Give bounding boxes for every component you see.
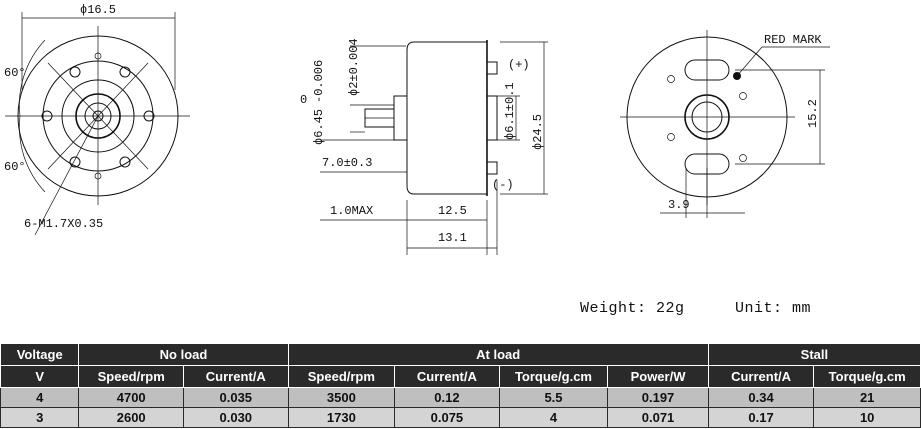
header-stall: Stall <box>707 343 921 366</box>
shaft-tol-upper: 0 <box>300 93 307 107</box>
rear-hole <box>667 75 675 83</box>
terminal-minus <box>486 161 498 175</box>
angle-arc-top <box>19 39 46 117</box>
rear-height-label: 15.2 <box>806 99 820 128</box>
vent-hole <box>94 52 102 60</box>
screw-hole <box>69 156 81 168</box>
screw-hole <box>119 66 131 78</box>
table-cell: 0.071 <box>607 407 709 428</box>
table-cell: 3 <box>0 407 80 428</box>
shaft-diameter-label: ϕ6.45 <box>312 109 326 145</box>
subheader-cell: Current/A <box>182 365 289 388</box>
header-at-load: At load <box>287 343 709 366</box>
table-cell: 0.34 <box>707 387 815 408</box>
subheader-cell: Current/A <box>394 365 500 388</box>
subheader-cell: Speed/rpm <box>287 365 396 388</box>
spec-table: Voltage No load At load Stall V Speed/rp… <box>0 343 921 428</box>
rear-hole <box>667 133 675 141</box>
boss-diameter-label: ϕ2±0.004 <box>347 38 361 96</box>
table-cell: 4 <box>498 407 609 428</box>
table-cell: 1730 <box>287 407 396 428</box>
front-diameter-label: ϕ16.5 <box>80 3 116 17</box>
motor-drawing: ϕ16.5 60° 60° 6-M1.7X0.35 0 ϕ6.45 -0.006 <box>4 3 830 255</box>
screw-spec-label: 6-M1.7X0.35 <box>24 217 103 231</box>
subheader-cell: Speed/rpm <box>78 365 184 388</box>
red-mark-label: RED MARK <box>764 33 822 47</box>
body-diameter-label: ϕ24.5 <box>531 114 545 150</box>
rear-hole <box>739 154 747 162</box>
side-bearing-boss <box>393 95 408 141</box>
front-view: ϕ16.5 60° 60° 6-M1.7X0.35 <box>4 3 190 236</box>
table-cell: 2600 <box>78 407 184 428</box>
shaft-length-label: 7.0±0.3 <box>322 156 372 170</box>
red-mark-leader <box>736 46 763 77</box>
rear-slot-top <box>684 59 730 81</box>
table-subheader-row: V Speed/rpm Current/A Speed/rpm Current/… <box>0 365 921 388</box>
table-cell: 4 <box>0 387 80 408</box>
table-row: 4 4700 0.035 3500 0.12 5.5 0.197 0.34 21 <box>0 387 921 408</box>
table-cell: 0.197 <box>607 387 709 408</box>
rear-bearing-circle <box>691 101 723 133</box>
table-cell: 21 <box>813 387 921 408</box>
table-cell: 0.030 <box>182 407 289 428</box>
rear-hole <box>739 92 747 100</box>
screw-hole <box>69 66 81 78</box>
header-voltage: Voltage <box>0 343 80 366</box>
bearing-diameter-label: ϕ6.1±0.1 <box>503 82 517 140</box>
table-cell: 5.5 <box>498 387 609 408</box>
table-row: 3 2600 0.030 1730 0.075 4 0.071 0.17 10 <box>0 407 921 428</box>
terminal-plus-label: (+) <box>508 58 530 72</box>
unit-label: Unit: mm <box>735 300 812 317</box>
header-no-load: No load <box>78 343 289 366</box>
table-header-row: Voltage No load At load Stall <box>0 343 921 366</box>
table-cell: 10 <box>813 407 921 428</box>
weight-label: Weight: 22g <box>580 300 685 317</box>
rear-offset-label: 3.9 <box>668 198 690 212</box>
side-body-outline <box>406 41 487 195</box>
screw-hole <box>143 110 155 122</box>
body-length-label: 12.5 <box>438 204 467 218</box>
subheader-cell: Torque/g.cm <box>813 365 921 388</box>
screw-hole <box>119 156 131 168</box>
table-cell: 4700 <box>78 387 184 408</box>
table-cell: 0.17 <box>707 407 815 428</box>
rear-view: RED MARK 15.2 3.9 <box>620 30 830 218</box>
total-length-label: 13.1 <box>438 231 467 245</box>
screw-hole <box>41 110 53 122</box>
table-cell: 0.12 <box>394 387 500 408</box>
terminal-minus-label: (-) <box>492 178 514 192</box>
subheader-cell: V <box>0 365 80 388</box>
vent-hole <box>94 172 102 180</box>
table-cell: 0.075 <box>394 407 500 428</box>
subheader-cell: Power/W <box>607 365 709 388</box>
front-leader <box>34 115 99 236</box>
shaft-tol-lower: -0.006 <box>312 60 326 103</box>
max-length-label: 1.0MAX <box>330 204 373 218</box>
angle-arc-bottom <box>19 115 46 193</box>
angle-bottom-label: 60° <box>4 160 26 174</box>
angle-top-label: 60° <box>4 66 26 80</box>
side-view: 0 ϕ6.45 -0.006 ϕ2±0.004 7.0±0.3 1.0MAX 1… <box>300 38 548 255</box>
subheader-cell: Torque/g.cm <box>498 365 609 388</box>
side-rear-boss <box>486 95 498 141</box>
table-cell: 0.035 <box>182 387 289 408</box>
rear-hub-circle <box>684 94 730 140</box>
table-cell: 3500 <box>287 387 396 408</box>
terminal-plus <box>486 61 498 75</box>
subheader-cell: Current/A <box>707 365 815 388</box>
